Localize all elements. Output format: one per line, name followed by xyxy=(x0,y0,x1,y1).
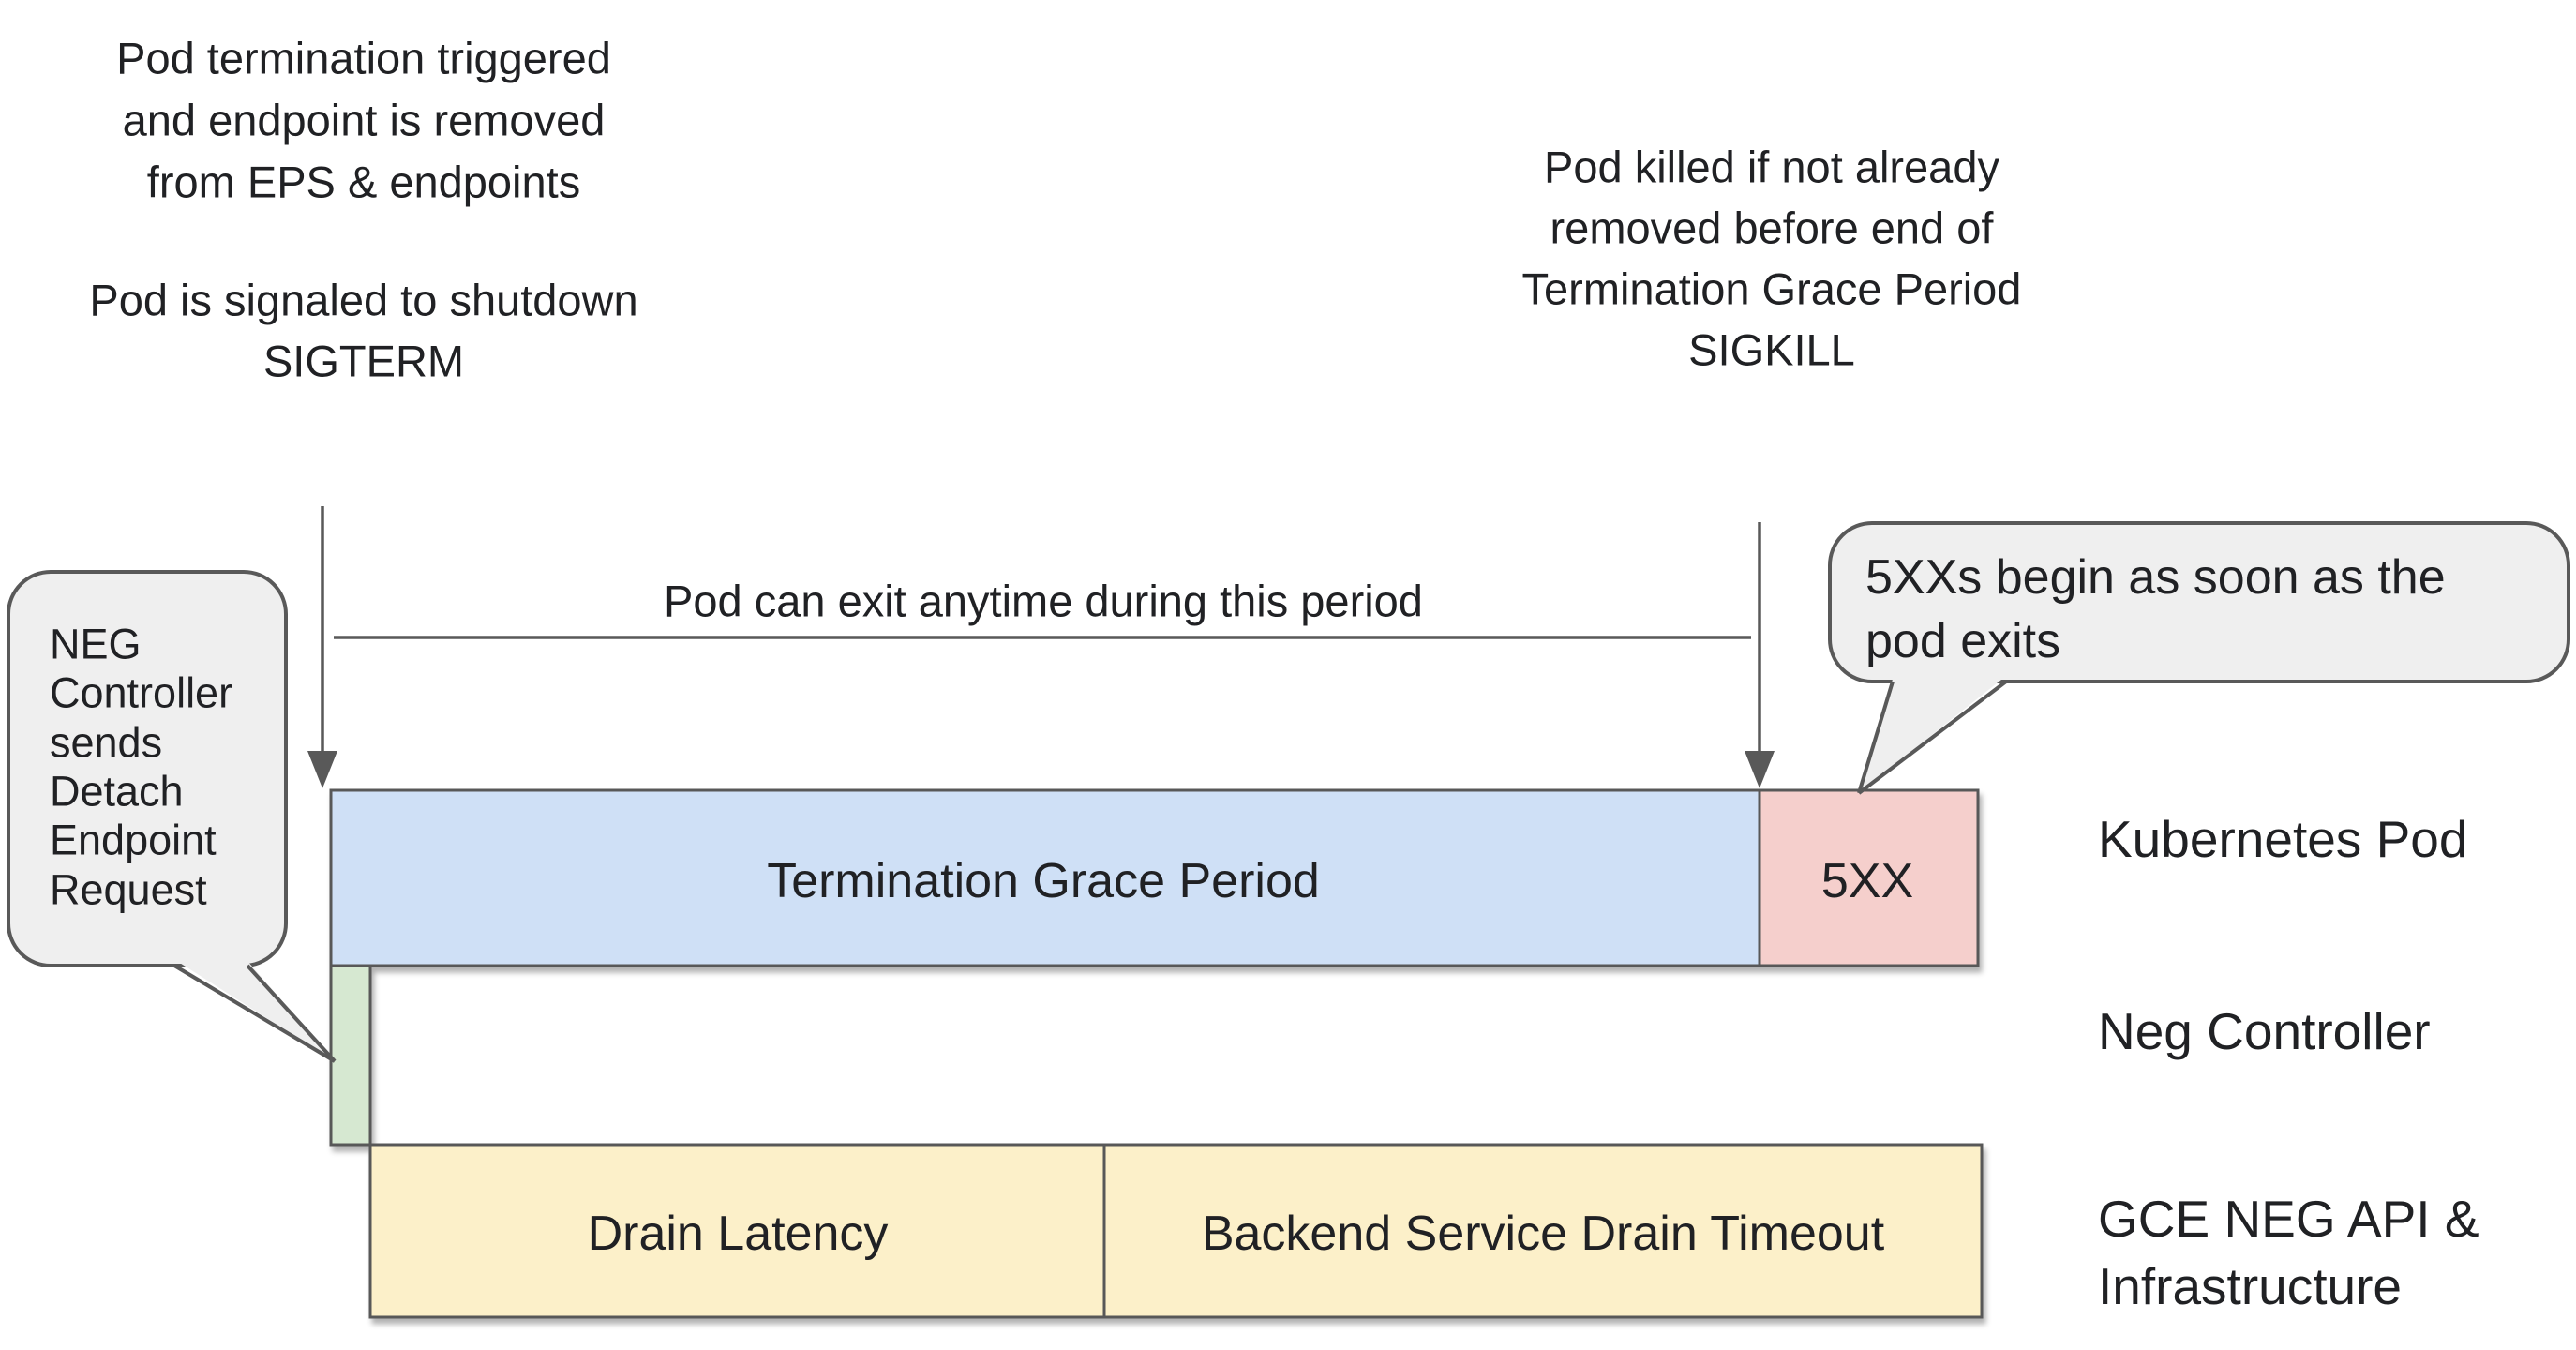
five-xx-bar xyxy=(1758,788,1980,968)
neg-callout-line5: Endpoint xyxy=(50,817,217,864)
pod-termination-note-line2: and endpoint is removed xyxy=(123,96,606,145)
pod-killed-note-line4: SIGKILL xyxy=(1688,325,1855,375)
lane-label-kubernetes-pod: Kubernetes Pod xyxy=(2098,810,2467,868)
pod-killed-note: Pod killed if not already removed before… xyxy=(1522,142,2022,375)
pod-signal-note-line2: SIGTERM xyxy=(263,337,464,386)
neg-controller-callout: NEG Controller sends Detach Endpoint Req… xyxy=(7,570,337,1063)
neg-callout-line4: Detach xyxy=(50,768,184,816)
sigterm-arrowhead-icon xyxy=(307,751,337,788)
five-xx-callout-line2: pod exits xyxy=(1865,614,2060,668)
five-xx-callout-bubble xyxy=(1828,521,2570,683)
pod-signal-note-line1: Pod is signaled to shutdown xyxy=(89,276,637,325)
sigkill-arrow xyxy=(1745,522,1775,788)
gce-drain-bar xyxy=(368,1143,1984,1319)
timeline-bars xyxy=(329,788,1984,1319)
five-xx-callout-tail-edge-right xyxy=(1857,680,2008,795)
neg-controller-callout-bubble xyxy=(7,570,288,968)
five-xx-callout-line1: 5XXs begin as soon as the xyxy=(1865,550,2446,605)
neg-detach-bar xyxy=(329,964,372,1147)
pod-termination-note-line1: Pod termination triggered xyxy=(116,34,611,83)
neg-controller-callout-tail-edge-right xyxy=(246,964,337,1063)
neg-callout-line2: Controller xyxy=(50,669,232,717)
sigkill-arrowhead-icon xyxy=(1745,751,1775,788)
pod-termination-note: Pod termination triggered and endpoint i… xyxy=(89,34,637,386)
pod-killed-note-line3: Termination Grace Period xyxy=(1522,264,2022,314)
five-xx-label: 5XX xyxy=(1821,854,1913,908)
neg-callout-line1: NEG xyxy=(50,621,142,668)
lane-label-gce-line2: Infrastructure xyxy=(2098,1257,2402,1315)
lane-labels: Kubernetes Pod Neg Controller GCE NEG AP… xyxy=(2098,810,2479,1315)
five-xx-callout: 5XXs begin as soon as the pod exits xyxy=(1828,521,2570,795)
pod-killed-note-line1: Pod killed if not already xyxy=(1544,142,1999,192)
termination-grace-period-bar xyxy=(329,788,1761,968)
pod-termination-note-line3: from EPS & endpoints xyxy=(147,158,580,207)
lane-label-neg-controller: Neg Controller xyxy=(2098,1002,2431,1060)
neg-controller-callout-tail-edge-left xyxy=(172,964,337,1063)
termination-grace-period-label: Termination Grace Period xyxy=(767,854,1320,908)
drain-latency-label: Drain Latency xyxy=(588,1207,889,1261)
neg-callout-line6: Request xyxy=(50,866,207,914)
neg-callout-line3: sends xyxy=(50,719,162,767)
five-xx-callout-tail-edge-left xyxy=(1857,681,1895,794)
sigterm-arrow xyxy=(307,506,337,788)
backend-drain-timeout-label: Backend Service Drain Timeout xyxy=(1202,1207,1885,1261)
exit-period-note: Pod can exit anytime during this period xyxy=(664,577,1423,626)
pod-killed-note-line2: removed before end of xyxy=(1550,203,1995,253)
lane-label-gce-line1: GCE NEG API & xyxy=(2098,1190,2479,1248)
